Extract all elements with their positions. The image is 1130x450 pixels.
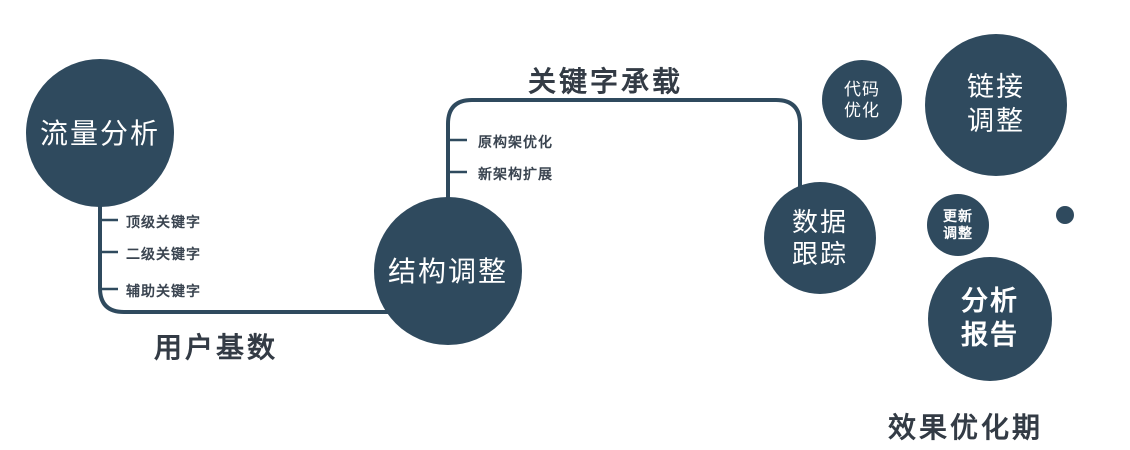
data-tracking-circle: 数据 跟踪 (764, 182, 876, 294)
user-base-label: 用户基数 (154, 332, 279, 363)
code-optimize-circle: 代码 优化 (822, 60, 902, 140)
link-adjust-circle: 链接 调整 (925, 34, 1067, 176)
tick-label-aux-keywords: 辅助关键字 (126, 283, 201, 299)
tick-label-orig-architecture: 原构架优化 (478, 134, 553, 150)
data-tracking-label-line1: 数据 (791, 206, 848, 237)
traffic-analysis-circle: 流量分析 (26, 59, 174, 207)
data-tracking-label-line2: 跟踪 (791, 239, 848, 269)
code-optimize-label-line2: 优化 (844, 101, 880, 120)
structure-tick-marks (448, 138, 467, 174)
update-adjust-label-line1: 更新 (943, 207, 973, 224)
analysis-report-label-line2: 报告 (961, 320, 1019, 350)
structure-adjust-label: 结构调整 (387, 255, 508, 287)
traffic-analysis-label: 流量分析 (39, 117, 160, 149)
update-adjust-label-line2: 调整 (943, 225, 973, 241)
tick-label-new-architecture: 新架构扩展 (478, 166, 553, 182)
structure-adjust-circle: 结构调整 (374, 197, 522, 345)
small-dot (1056, 206, 1074, 224)
traffic-tick-marks (100, 218, 118, 291)
analysis-report-label-line1: 分析 (961, 286, 1019, 317)
link-adjust-label-line2: 调整 (967, 106, 1025, 136)
keyword-carry-label: 关键字承载 (528, 66, 684, 97)
tick-label-top-keywords: 顶级关键字 (126, 214, 201, 230)
tick-label-second-keywords: 二级关键字 (126, 246, 201, 262)
analysis-report-circle: 分析 报告 (928, 257, 1052, 381)
effect-optimize-period-label: 效果优化期 (888, 412, 1044, 443)
update-adjust-circle: 更新 调整 (927, 194, 989, 256)
code-optimize-label-line1: 代码 (844, 79, 880, 99)
link-adjust-label-line1: 链接 (967, 72, 1025, 103)
